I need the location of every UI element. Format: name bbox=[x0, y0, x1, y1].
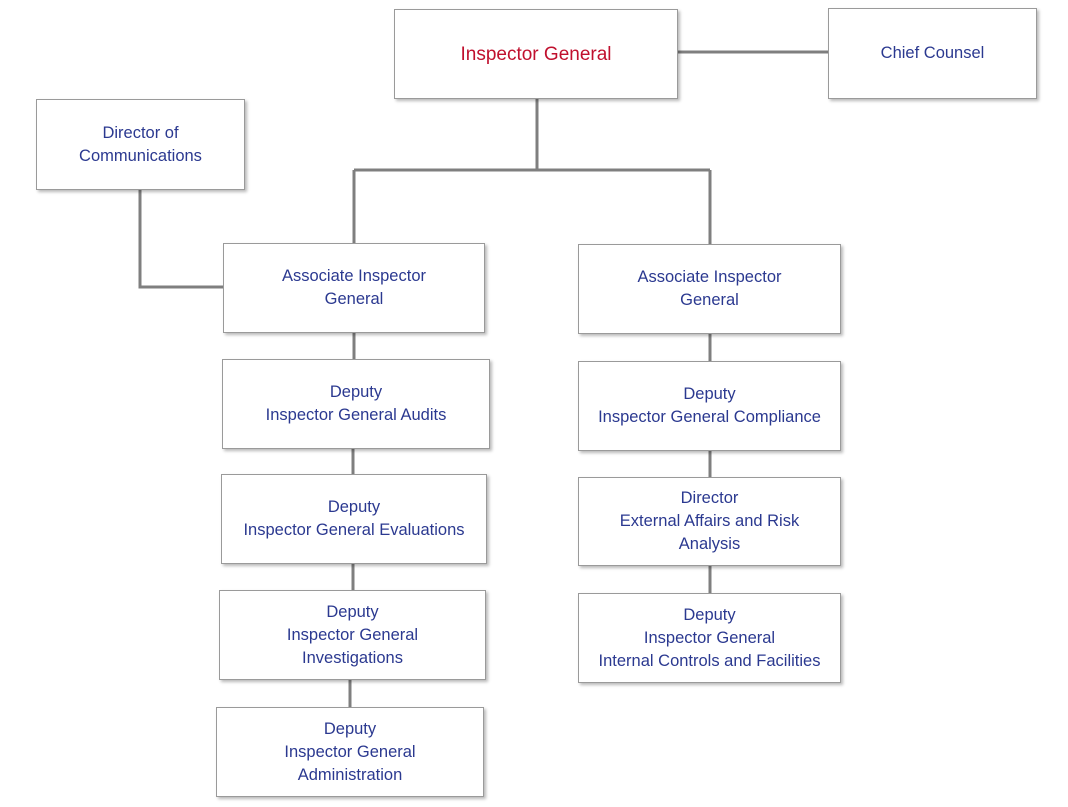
org-label-director-of-communications: Director of Communications bbox=[79, 123, 202, 165]
org-label-director-external-affairs: Director External Affairs and Risk Analy… bbox=[619, 489, 800, 553]
org-label-deputy-internal-controls: Deputy Inspector General Internal Contro… bbox=[598, 605, 821, 670]
org-box-right-associate-inspector-general: Associate Inspector General bbox=[578, 244, 841, 334]
org-label-deputy-compliance: Deputy Inspector General Compliance bbox=[598, 385, 821, 426]
org-label-deputy-evaluations: Deputy Inspector General Evaluations bbox=[243, 498, 465, 539]
org-label-deputy-audits: Deputy Inspector General Audits bbox=[265, 383, 447, 424]
org-box-deputy-investigations: Deputy Inspector General Investigations bbox=[219, 590, 486, 680]
connector-communications-to-left-associate bbox=[138, 189, 223, 289]
org-label-inspector-general: Inspector General bbox=[460, 43, 612, 65]
org-box-deputy-evaluations: Deputy Inspector General Evaluations bbox=[221, 474, 487, 564]
org-box-chief-counsel: Chief Counsel bbox=[828, 8, 1037, 99]
org-box-director-of-communications: Director of Communications bbox=[36, 99, 245, 190]
org-box-inspector-general: Inspector General bbox=[394, 9, 678, 99]
org-box-deputy-internal-controls: Deputy Inspector General Internal Contro… bbox=[578, 593, 841, 683]
org-box-deputy-audits: Deputy Inspector General Audits bbox=[222, 359, 490, 449]
org-box-left-associate-inspector-general: Associate Inspector General bbox=[223, 243, 485, 333]
org-label-left-associate-inspector-general: Associate Inspector General bbox=[282, 267, 426, 308]
org-box-deputy-compliance: Deputy Inspector General Compliance bbox=[578, 361, 841, 451]
org-box-director-external-affairs: Director External Affairs and Risk Analy… bbox=[578, 477, 841, 566]
org-label-deputy-investigations: Deputy Inspector General Investigations bbox=[286, 602, 419, 667]
org-label-deputy-administration: Deputy Inspector General Administration bbox=[284, 719, 416, 784]
org-label-right-associate-inspector-general: Associate Inspector General bbox=[637, 268, 782, 309]
connector-left-column bbox=[348, 332, 356, 707]
org-label-chief-counsel: Chief Counsel bbox=[880, 44, 985, 62]
org-box-deputy-administration: Deputy Inspector General Administration bbox=[216, 707, 484, 797]
